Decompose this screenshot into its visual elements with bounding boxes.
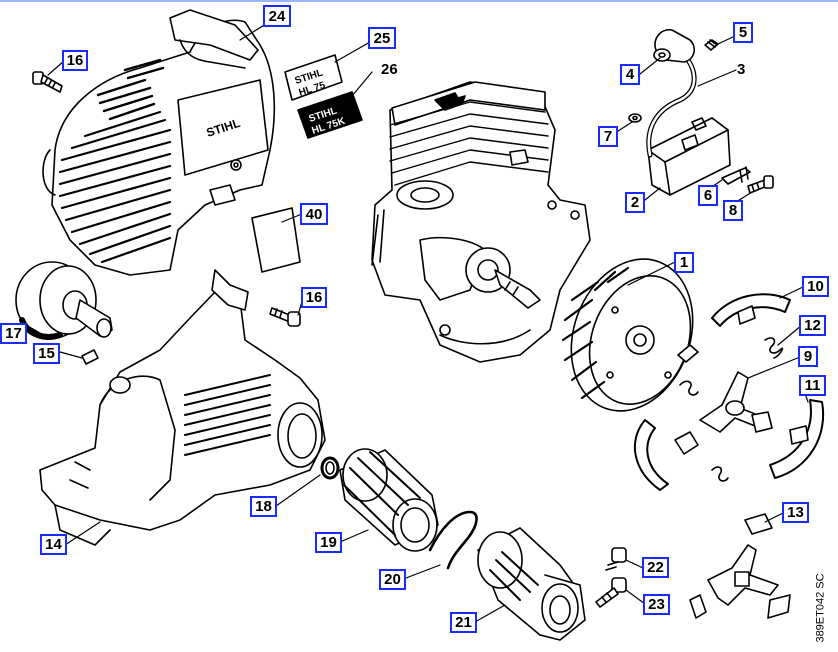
callout-11: 11 <box>799 375 826 396</box>
flywheel-part-1 <box>561 258 694 412</box>
callout-22: 22 <box>642 557 669 578</box>
top-border <box>0 0 838 2</box>
sleeve-part-19 <box>339 448 439 552</box>
clutch-housing-part-14 <box>39 269 326 546</box>
circlip-part-18 <box>320 456 340 480</box>
callout-40: 40 <box>300 203 328 225</box>
spring-part-5 <box>704 39 719 51</box>
shroud-part-24: STIHL <box>42 9 276 276</box>
callout-25: 25 <box>368 27 396 49</box>
ground-strip-part-6 <box>721 166 751 185</box>
callout-23: 23 <box>643 594 670 615</box>
clutch-shoe-left <box>633 419 729 491</box>
callout-6: 6 <box>698 185 718 206</box>
callout-20: 20 <box>379 569 406 590</box>
drawing-code: 389ET042 SC <box>814 573 827 643</box>
engine-cylinder-crankcase <box>371 81 591 363</box>
leader-lines <box>25 23 809 623</box>
pin-part-15 <box>81 349 99 365</box>
clutch-shoe-part-11 <box>751 399 825 479</box>
callout-13: 13 <box>782 502 809 523</box>
bearing-tube-part-21 <box>477 527 586 641</box>
washer-part-7 <box>628 113 642 123</box>
clutch-assembly-part-13 <box>689 513 791 619</box>
callout-5: 5 <box>733 22 753 43</box>
decal-part-26: STIHL HL 75K <box>297 91 363 139</box>
callout-1: 1 <box>674 252 694 273</box>
decal-part-25: STIHL HL 75 <box>284 54 343 101</box>
screw-part-16-lower <box>269 307 301 327</box>
callout-14: 14 <box>40 534 67 555</box>
ignition-lead-part-3 <box>646 57 697 158</box>
callout-16-upper: 16 <box>62 50 88 71</box>
plate-part-40 <box>251 207 301 273</box>
callout-8: 8 <box>723 200 743 221</box>
callout-17: 17 <box>0 323 27 344</box>
label-3: 3 <box>737 61 746 78</box>
screw-part-23 <box>595 577 627 608</box>
callout-16-lower: 16 <box>301 287 327 308</box>
callout-18: 18 <box>250 496 277 517</box>
spark-plug-boot-part-4 <box>653 29 696 63</box>
callout-24: 24 <box>263 5 291 27</box>
spring-part-12 <box>764 337 784 359</box>
callout-10: 10 <box>802 276 829 297</box>
screw-part-16-upper <box>32 71 63 93</box>
callout-19: 19 <box>315 532 342 553</box>
callout-4: 4 <box>620 64 640 85</box>
callout-9: 9 <box>798 346 818 367</box>
label-26: 26 <box>381 61 398 78</box>
callout-12: 12 <box>799 315 826 336</box>
screw-part-8 <box>747 175 774 194</box>
ignition-module-part-2 <box>647 117 731 196</box>
clutch-shoe-part-10 <box>711 293 791 327</box>
retaining-ring-part-20 <box>428 510 478 570</box>
callout-21: 21 <box>450 612 477 633</box>
callout-15: 15 <box>33 343 60 364</box>
callout-7: 7 <box>598 126 618 147</box>
clutch-drum-part-17 <box>15 261 113 340</box>
callout-2: 2 <box>625 192 645 213</box>
screw-part-22 <box>605 547 627 571</box>
